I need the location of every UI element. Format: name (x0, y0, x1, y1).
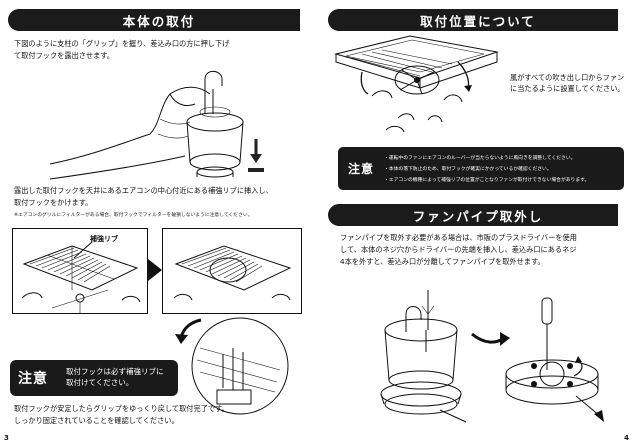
left-page-number: 3 (4, 434, 9, 442)
left-section-header: 本体の取付 (8, 9, 300, 31)
left-final-text: 取付フックが安定したらグリップをゆっくり戻して取付完了です。 しっかり固定されて… (14, 403, 314, 427)
side-line-1: 風がすべての吹き出し口からファン (510, 73, 625, 82)
right-header-title: 取付位置について (420, 13, 536, 29)
step2-line-1: 露出した取付フックを天井にあるエアコンの中心付近にある補強リブに挿入し、 (14, 186, 273, 195)
left-caution-box: 注意 取付フックは必ず補強リブに 取付けてください。 (10, 360, 178, 396)
body2-line-1: ファンパイプを取外す必要がある場合は、市販のプラスドライバーを使用 (340, 233, 577, 242)
screwdriver-illustration (505, 297, 604, 422)
grille-illustration-1 (21, 245, 141, 314)
side-line-2: に当たるように設置してください。 (510, 84, 625, 93)
final-line-2: しっかり固定されていることを確認してください。 (14, 416, 179, 425)
rib-label-text: 補強リブ (90, 235, 118, 243)
arrow-right-icon (148, 259, 162, 281)
final-line-1: 取付フックが安定したらグリップをゆっくり戻して取付完了です。 (14, 404, 229, 413)
right-caution-item-1: ・運転中のファンにエアコンのルーバーが当たらないように風向きを調整してください。 (384, 156, 576, 161)
right-section-header-2: ファンパイプ取外し (328, 204, 618, 226)
left-caution-text: 取付フックは必ず補強リブに 取付けてください。 (66, 366, 164, 388)
left-caution-line-2: 取付けてください。 (66, 378, 134, 387)
step2-line-2: 取付フックをかけます。 (14, 198, 93, 207)
left-step2-text: 露出した取付フックを天井にあるエアコンの中心付近にある補強リブに挿入し、 取付フ… (14, 185, 309, 209)
right-caution-item-3: ・エアコンの機種によって補強リブの位置がことなりファンが取付けできない場合があり… (384, 178, 590, 183)
grip-illustration (49, 70, 264, 180)
grille-frame-2 (162, 228, 302, 314)
intro-line-1: 下図のように支柱の「グリップ」を握り、差込み口の方に押し下げ (14, 39, 230, 48)
left-intro-text: 下図のように支柱の「グリップ」を握り、差込み口の方に押し下げ て取付フックを露出… (14, 38, 304, 62)
intro-line-2: て取付フックを露出させます。 (14, 51, 114, 60)
grille-illustration-2 (173, 245, 292, 301)
move-arrow-icon (471, 332, 510, 346)
body2-line-2: して、本体のネジ穴からドライバーの先端を挿入し、差込み口にあるネジ (340, 245, 577, 254)
right-caution-label: 注意 (348, 162, 375, 176)
right-caution-box: 注意 ・運転中のファンにエアコンのルーバーが当たらないように風向きを調整してくだ… (338, 147, 624, 190)
right-side-text: 風がすべての吹き出し口からファン に当たるように設置してください。 (510, 72, 630, 94)
body2-line-3: 4本を外すと、差込み口が分離してファンパイプを取外せます。 (340, 257, 545, 266)
left-header-title: 本体の取付 (122, 13, 196, 29)
left-caution-line-1: 取付フックは必ず補強リブに (66, 367, 164, 376)
right-body2-text: ファンパイプを取外す必要がある場合は、市販のプラスドライバーを使用 して、本体の… (340, 232, 630, 268)
left-note: ※エアコンのグリルにフィルターがある場合、取付フックでフィルターを破損しないよう… (14, 213, 253, 218)
fan-pipe-unit-illustration (380, 290, 467, 423)
left-caution-label: 注意 (18, 371, 48, 387)
aircon-position-illustration (334, 35, 499, 133)
rib-pointer (73, 241, 93, 259)
right-caution-item-2: ・本体の落下防止のため、取付フックが確実にかかっているか確認ください。 (384, 167, 552, 172)
curved-arrow-icon (175, 318, 202, 344)
right-caution-list: ・運転中のファンにエアコンのルーバーが当たらないように風向きを調整してください。… (384, 153, 620, 186)
rib-label: 補強リブ (90, 234, 118, 244)
right-page-number: 4 (624, 434, 629, 442)
zoom-detail-illustration (191, 317, 289, 415)
right-header2-title: ファンパイプ取外し (412, 208, 544, 224)
right-section-header: 取付位置について (328, 9, 618, 31)
